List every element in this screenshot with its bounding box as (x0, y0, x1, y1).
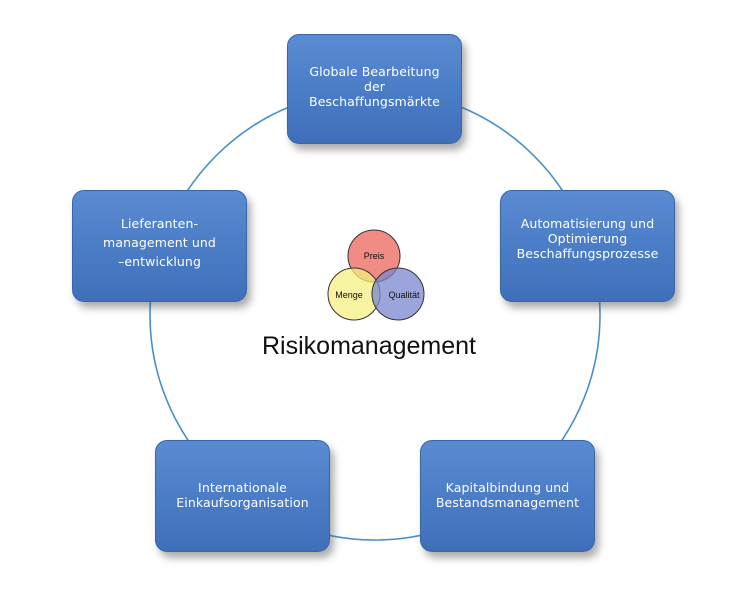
node-line: –entwicklung (117, 253, 201, 269)
node-line: Globale Bearbeitung (309, 63, 440, 79)
node-global-markets: Globale Bearbeitung der Beschaffungsmärk… (287, 34, 462, 144)
venn-label-menge: Menge (335, 290, 363, 300)
node-line: der (363, 78, 386, 94)
diagram-title: Risikomanagement (262, 332, 476, 360)
node-line: management und (103, 234, 216, 250)
node-line: Einkaufsorganisation (176, 495, 309, 510)
node-line: Lieferanten- (120, 215, 199, 231)
venn-label-preis: Preis (364, 251, 385, 261)
node-line: Beschaffungsprozesse (516, 245, 659, 261)
venn-diagram: Preis Menge Qualität (327, 229, 425, 321)
node-line: Beschaffungsmärkte (309, 93, 440, 109)
node-supplier-management: Lieferanten- management und –entwicklung (72, 190, 247, 302)
venn-circle-qualitaet (371, 267, 425, 321)
node-capital-binding: Kapitalbindung und Bestandsmanagement (420, 440, 595, 552)
node-line: Kapitalbindung und (445, 480, 570, 495)
node-line: Optimierung (547, 230, 628, 246)
node-international-purchasing: Internationale Einkaufsorganisation (155, 440, 330, 552)
node-automation: Automatisierung und Optimierung Beschaff… (500, 190, 675, 302)
venn-label-qualitaet: Qualität (388, 290, 420, 300)
node-line: Automatisierung und (520, 215, 655, 231)
node-line: Internationale (198, 480, 287, 495)
node-line: Bestandsmanagement (435, 495, 580, 510)
